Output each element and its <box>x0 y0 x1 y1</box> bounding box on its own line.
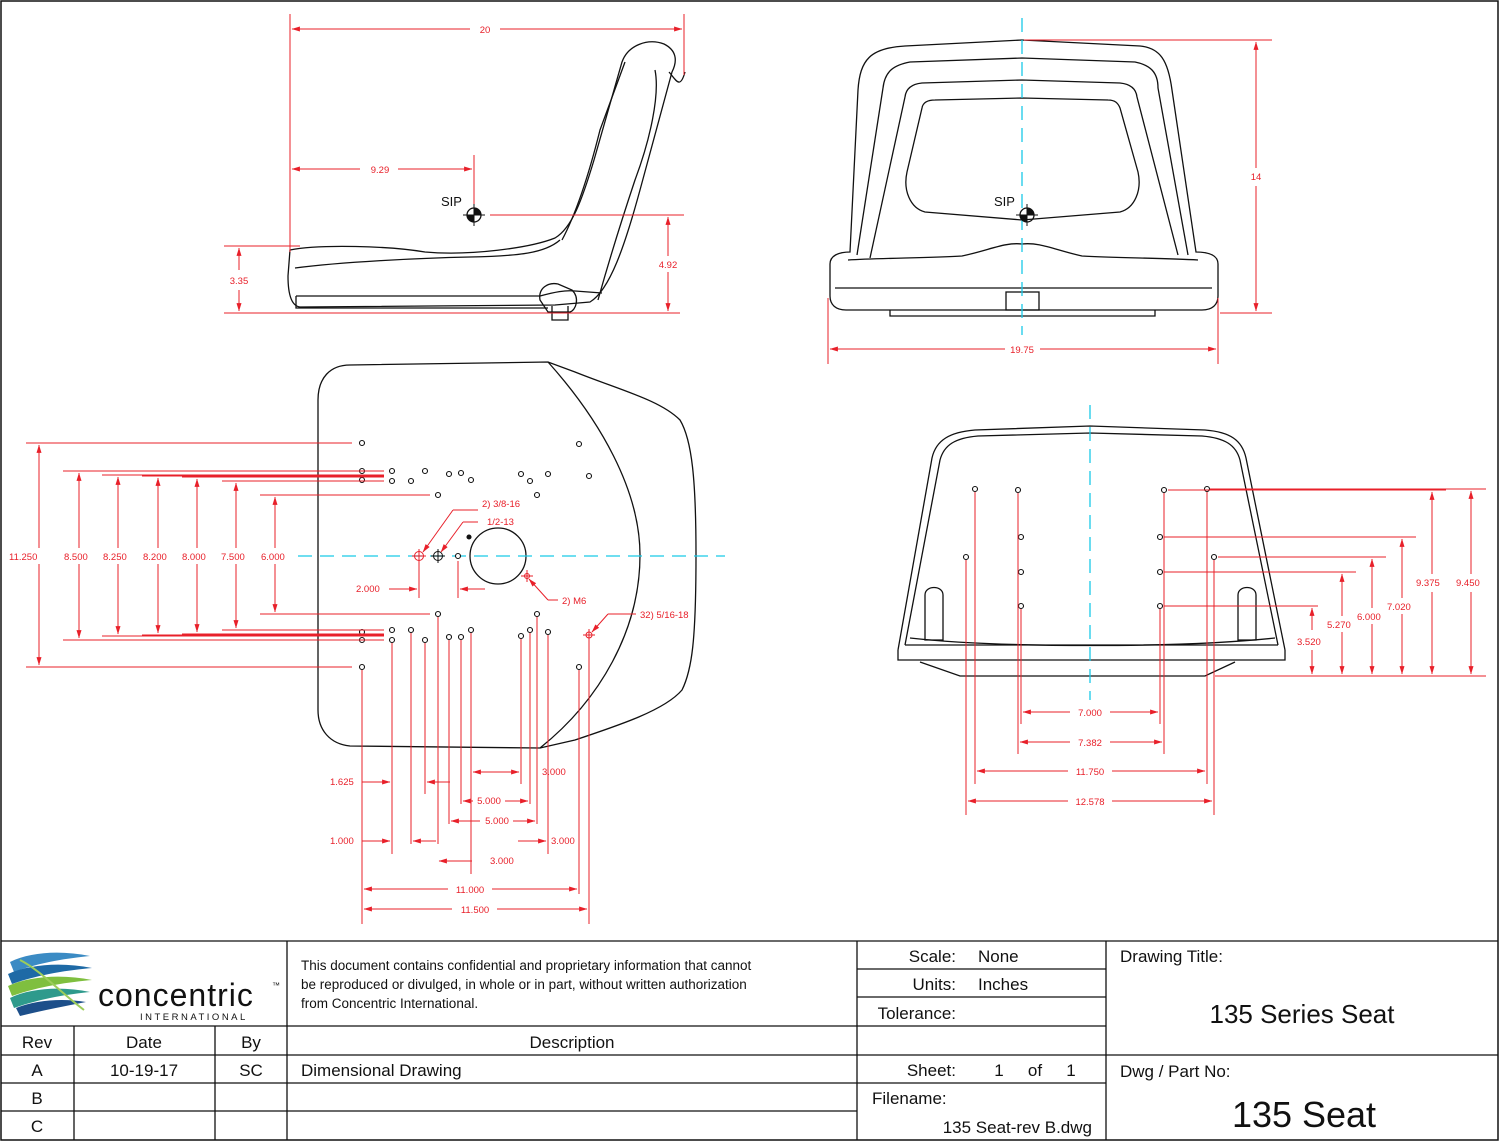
front-view-dimensions <box>827 39 1272 364</box>
dim-right-9375: 9.375 <box>1416 578 1440 589</box>
callout-m6: 2) M6 <box>562 596 586 607</box>
dim-right-3520: 3.520 <box>1297 637 1321 648</box>
dim-rear-11750: 11.750 <box>1076 767 1104 778</box>
bottom-left-dimensions <box>26 442 430 668</box>
rev-header: Rev <box>22 1033 53 1052</box>
filename-label: Filename: <box>872 1089 947 1108</box>
bottom-view <box>317 361 697 749</box>
dim-left-8200: 8.200 <box>143 552 167 563</box>
dim-11000: 11.000 <box>456 885 484 896</box>
side-view-dimensions <box>224 14 685 314</box>
bottom-marked-holes <box>412 549 595 641</box>
callout-3-8-16: 2) 3/8-16 <box>482 499 520 510</box>
dim-left-8500: 8.500 <box>64 552 88 563</box>
dim-1000: 1.000 <box>330 836 354 847</box>
dim-left-7500: 7.500 <box>221 552 245 563</box>
dim-3000-c: 3.000 <box>490 856 514 867</box>
dim-1625: 1.625 <box>330 777 354 788</box>
rear-bottom-dimensions <box>965 492 1215 815</box>
dim-front-height: 14 <box>1251 172 1262 183</box>
confidential-line-3: from Concentric International. <box>301 996 478 1011</box>
bottom-lower-dimensions <box>361 617 590 924</box>
date-header: Date <box>126 1033 162 1052</box>
part-number: 135 Seat <box>1232 1094 1376 1135</box>
rev-a: A <box>31 1061 43 1080</box>
rev-a-date: 10-19-17 <box>110 1061 178 1080</box>
scale-value: None <box>978 947 1019 966</box>
dim-3000-a: 3.000 <box>542 767 566 778</box>
concentric-logo-icon: concentric ™ INTERNATIONAL <box>8 952 280 1023</box>
dim-right-7020: 7.020 <box>1387 602 1411 613</box>
front-sip-label: SIP <box>994 194 1015 209</box>
dim-seat-height: 3.35 <box>230 276 249 287</box>
rev-c: C <box>31 1117 43 1136</box>
part-no-label: Dwg / Part No: <box>1120 1062 1231 1081</box>
sheet-label: Sheet: <box>907 1061 956 1080</box>
drawing-title-label: Drawing Title: <box>1120 947 1223 966</box>
dim-overall-depth: 20 <box>480 25 491 36</box>
dim-front-width: 19.75 <box>1010 345 1034 356</box>
front-sip: SIP <box>994 194 1038 226</box>
tolerance-label: Tolerance: <box>878 1004 956 1023</box>
dim-sip-height: 4.92 <box>659 260 678 271</box>
bottom-mounting-holes <box>358 439 593 671</box>
title-block <box>1 940 1498 1140</box>
filename: 135 Seat-rev B.dwg <box>943 1118 1092 1137</box>
dim-rear-7382: 7.382 <box>1078 738 1102 749</box>
dim-5000-b: 5.000 <box>485 816 509 827</box>
sheet-of: of <box>1028 1061 1042 1080</box>
confidential-line-2: be reproduced or divulged, in whole or i… <box>301 977 747 992</box>
rear-right-dimensions <box>1164 488 1486 677</box>
company-trademark: ™ <box>272 981 280 990</box>
confidential-line-1: This document contains confidential and … <box>301 958 752 973</box>
scale-label: Scale: <box>909 947 956 966</box>
bottom-callouts <box>389 509 636 633</box>
side-sip-label: SIP <box>441 194 462 209</box>
dim-left-11250: 11.250 <box>9 552 37 563</box>
description-header: Description <box>529 1033 614 1052</box>
dim-right-9450: 9.450 <box>1456 578 1480 589</box>
units-label: Units: <box>913 975 956 994</box>
dim-rear-7000: 7.000 <box>1078 708 1102 719</box>
dim-left-6000: 6.000 <box>261 552 285 563</box>
dim-sip-from-back: 9.29 <box>371 165 390 176</box>
units-value: Inches <box>978 975 1028 994</box>
rear-holes <box>962 485 1218 610</box>
rev-b: B <box>31 1089 42 1108</box>
drawing-title: 135 Series Seat <box>1209 999 1395 1029</box>
side-sip: SIP <box>441 194 485 226</box>
callout-5-16-18: 32) 5/16-18 <box>640 610 689 621</box>
dim-right-5270: 5.270 <box>1327 620 1351 631</box>
dim-rear-12578: 12.578 <box>1075 797 1104 808</box>
dim-5000-a: 5.000 <box>477 796 501 807</box>
company-subtitle: INTERNATIONAL <box>140 1012 248 1023</box>
rev-a-by: SC <box>239 1061 263 1080</box>
dim-11500: 11.500 <box>461 905 489 916</box>
callout-1-2-13: 1/2-13 <box>487 517 514 528</box>
sheet-number: 1 <box>994 1061 1003 1080</box>
rear-view <box>897 425 1286 677</box>
dim-left-8000: 8.000 <box>182 552 206 563</box>
by-header: By <box>241 1033 261 1052</box>
rev-a-description: Dimensional Drawing <box>301 1061 462 1080</box>
dim-3000-b: 3.000 <box>551 836 575 847</box>
dim-left-8250: 8.250 <box>103 552 127 563</box>
side-view <box>287 41 686 321</box>
company-name: concentric <box>98 977 254 1013</box>
dim-right-6000: 6.000 <box>1357 612 1381 623</box>
sheet-total: 1 <box>1066 1061 1075 1080</box>
dim-center-offset: 2.000 <box>356 584 380 595</box>
front-view <box>829 39 1219 317</box>
